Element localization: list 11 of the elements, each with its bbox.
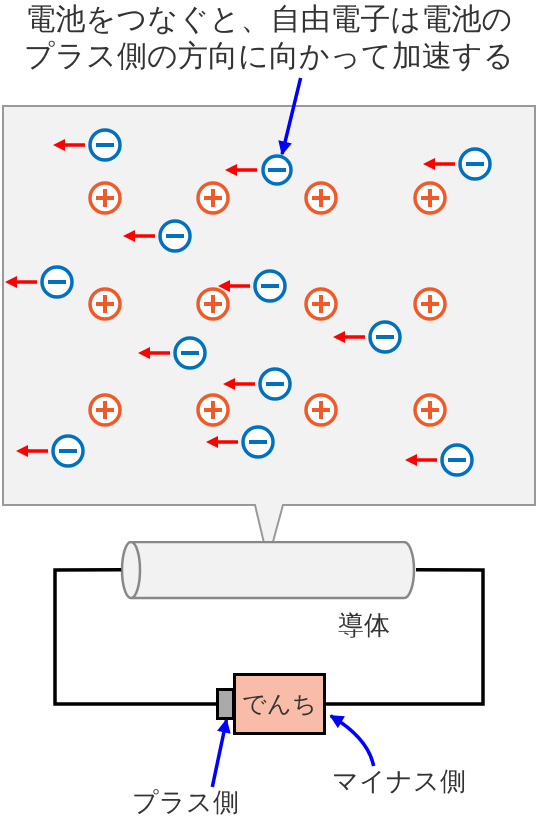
wire xyxy=(53,568,216,706)
battery: でんち xyxy=(233,673,326,735)
arrow xyxy=(278,78,302,156)
minus-side-label: マイナス側 xyxy=(332,766,466,798)
plus-side-label: プラス側 xyxy=(132,787,239,820)
callout-text: 電池をつなぐと、自由電子は電池のプラス側の方向に向かって加速する xyxy=(22,2,516,76)
electron-icon xyxy=(261,154,293,186)
arrow xyxy=(329,714,376,766)
arrow xyxy=(210,718,231,788)
wire xyxy=(326,568,485,706)
conductor-label: 導体 xyxy=(338,610,390,643)
